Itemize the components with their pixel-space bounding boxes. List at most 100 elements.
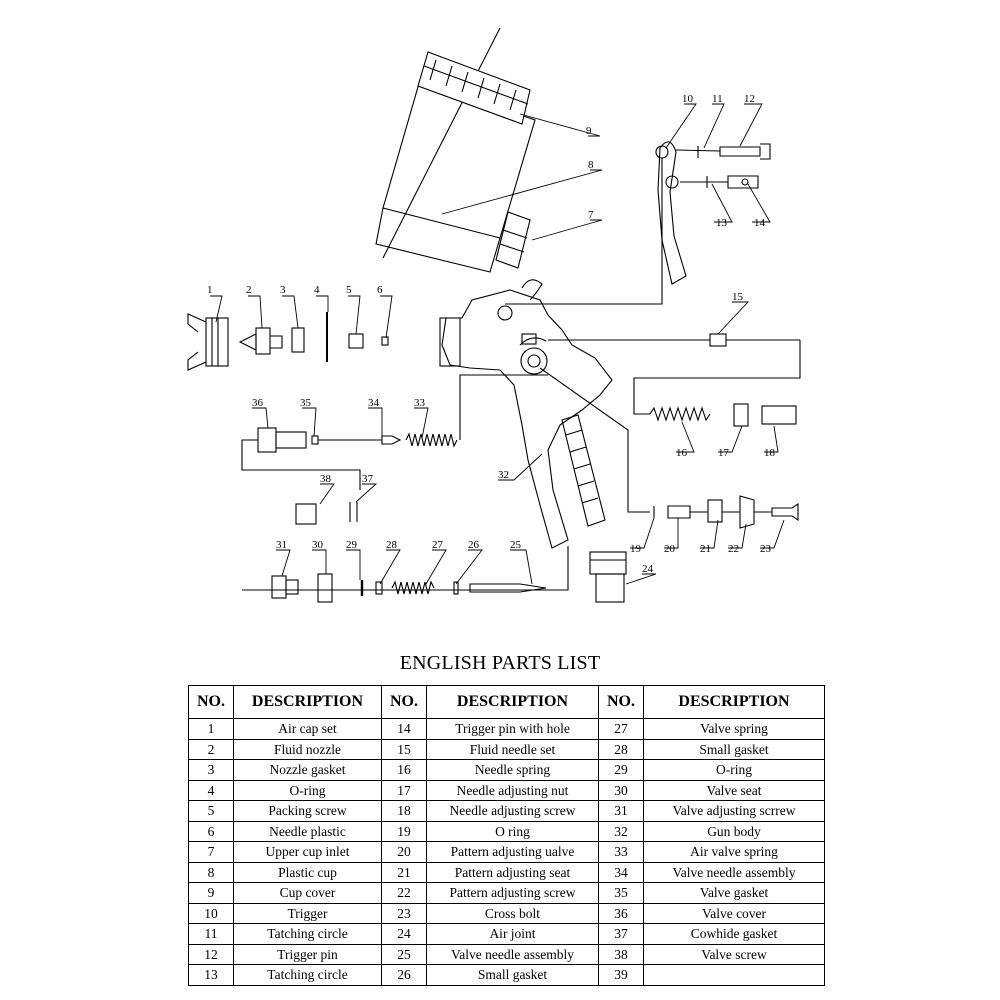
callout-5: 5 xyxy=(346,284,352,296)
cell-description: Trigger pin xyxy=(233,943,382,965)
cell-description: Needle adjusting nut xyxy=(426,779,599,801)
callout-13: 13 xyxy=(716,217,728,229)
callout-29: 29 xyxy=(346,539,358,551)
cell-no: 24 xyxy=(381,923,427,945)
cell-no: 7 xyxy=(188,841,234,863)
trigger-pin-with-hole-drawing xyxy=(727,175,759,189)
pattern-adjusting-screw-drawing xyxy=(739,495,755,529)
cell-description: Needle spring xyxy=(426,759,599,781)
cell-no: 34 xyxy=(598,861,644,883)
cell-no: 36 xyxy=(598,902,644,924)
cell-description: Nozzle gasket xyxy=(233,759,382,781)
cross-bolt-drawing xyxy=(771,502,799,522)
cell-description: O-ring xyxy=(643,759,825,781)
callout-17: 17 xyxy=(718,447,730,459)
exploded-parts-diagram: 1 2 3 4 5 6 7 8 9 10 11 12 13 14 15 16 1… xyxy=(187,27,801,603)
cell-no: 5 xyxy=(188,800,234,822)
callout-31: 31 xyxy=(276,539,287,551)
cell-no: 35 xyxy=(598,882,644,904)
valve-cover-drawing xyxy=(257,427,277,453)
callout-38: 38 xyxy=(320,473,332,485)
cell-description: Valve seat xyxy=(643,779,825,801)
cell-description: Plastic cup xyxy=(233,861,382,883)
callout-32: 32 xyxy=(498,469,509,481)
callout-12: 12 xyxy=(744,93,755,105)
cell-no: 28 xyxy=(598,738,644,760)
callout-34: 34 xyxy=(368,397,380,409)
cell-description: Pattern adjusting seat xyxy=(426,861,599,883)
cell-description: Valve adjusting scrrew xyxy=(643,800,825,822)
callout-24: 24 xyxy=(642,563,654,575)
callout-19: 19 xyxy=(630,543,642,555)
cell-description: Valve cover xyxy=(643,902,825,924)
callout-20: 20 xyxy=(664,543,676,555)
callout-11: 11 xyxy=(712,93,723,105)
cell-no: 37 xyxy=(598,923,644,945)
gun-body-drawing xyxy=(441,279,613,549)
cell-no: 9 xyxy=(188,882,234,904)
valve-adjusting-screw-drawing xyxy=(271,575,287,599)
cell-description: Valve screw xyxy=(643,943,825,965)
parts-list-table: NO. DESCRIPTION NO. DESCRIPTION NO. DESC… xyxy=(188,685,825,986)
cell-description: Small gasket xyxy=(426,964,599,986)
callout-18: 18 xyxy=(764,447,776,459)
cell-no: 18 xyxy=(381,800,427,822)
cell-no: 19 xyxy=(381,820,427,842)
cell-description: Fluid needle set xyxy=(426,738,599,760)
cell-description: Pattern adjusting ualve xyxy=(426,841,599,863)
cell-description: Packing screw xyxy=(233,800,382,822)
cell-description: Cup cover xyxy=(233,882,382,904)
needle-plastic-drawing xyxy=(381,336,389,346)
trigger-pin-drawing xyxy=(719,143,771,160)
valve-gasket-drawing xyxy=(311,435,319,445)
header-no-2: NO. xyxy=(381,685,427,719)
cell-no: 17 xyxy=(381,779,427,801)
cell-no: 32 xyxy=(598,820,644,842)
callout-28: 28 xyxy=(386,539,398,551)
parts-list-title: ENGLISH PARTS LIST xyxy=(399,652,601,674)
valve-screw-drawing xyxy=(295,503,317,525)
packing-screw-drawing xyxy=(348,333,364,349)
callout-23: 23 xyxy=(760,543,772,555)
callout-33: 33 xyxy=(414,397,426,409)
header-description-3: DESCRIPTION xyxy=(643,685,825,719)
header-no-3: NO. xyxy=(598,685,644,719)
callout-22: 22 xyxy=(728,543,739,555)
cell-description: O-ring xyxy=(233,779,382,801)
cell-no: 14 xyxy=(381,718,427,740)
cell-no: 22 xyxy=(381,882,427,904)
cell-no: 27 xyxy=(598,718,644,740)
fluid-needle-drawing xyxy=(548,333,800,347)
cell-no: 11 xyxy=(188,923,234,945)
header-no-1: NO. xyxy=(188,685,234,719)
valve-needle-assembly-25-drawing xyxy=(469,583,547,593)
cell-no: 31 xyxy=(598,800,644,822)
callout-35: 35 xyxy=(300,397,312,409)
cell-no: 16 xyxy=(381,759,427,781)
valve-seat-drawing xyxy=(317,573,333,603)
cell-description: Air valve spring xyxy=(643,841,825,863)
callout-8: 8 xyxy=(588,159,594,171)
cell-no: 39 xyxy=(598,964,644,986)
callout-30: 30 xyxy=(312,539,324,551)
cell-no: 29 xyxy=(598,759,644,781)
cell-description xyxy=(643,964,825,986)
callout-labels: 1 2 3 4 5 6 7 8 9 10 11 12 13 14 15 16 1… xyxy=(207,93,776,575)
cell-description: Valve needle assembly xyxy=(426,943,599,965)
header-description-1: DESCRIPTION xyxy=(233,685,382,719)
cell-description: Tatching circle xyxy=(233,964,382,986)
cell-no: 13 xyxy=(188,964,234,986)
cell-description: Valve needle assembly xyxy=(643,861,825,883)
cell-no: 10 xyxy=(188,902,234,924)
cell-description: Trigger pin with hole xyxy=(426,718,599,740)
callout-9: 9 xyxy=(586,125,592,137)
cell-no: 25 xyxy=(381,943,427,965)
